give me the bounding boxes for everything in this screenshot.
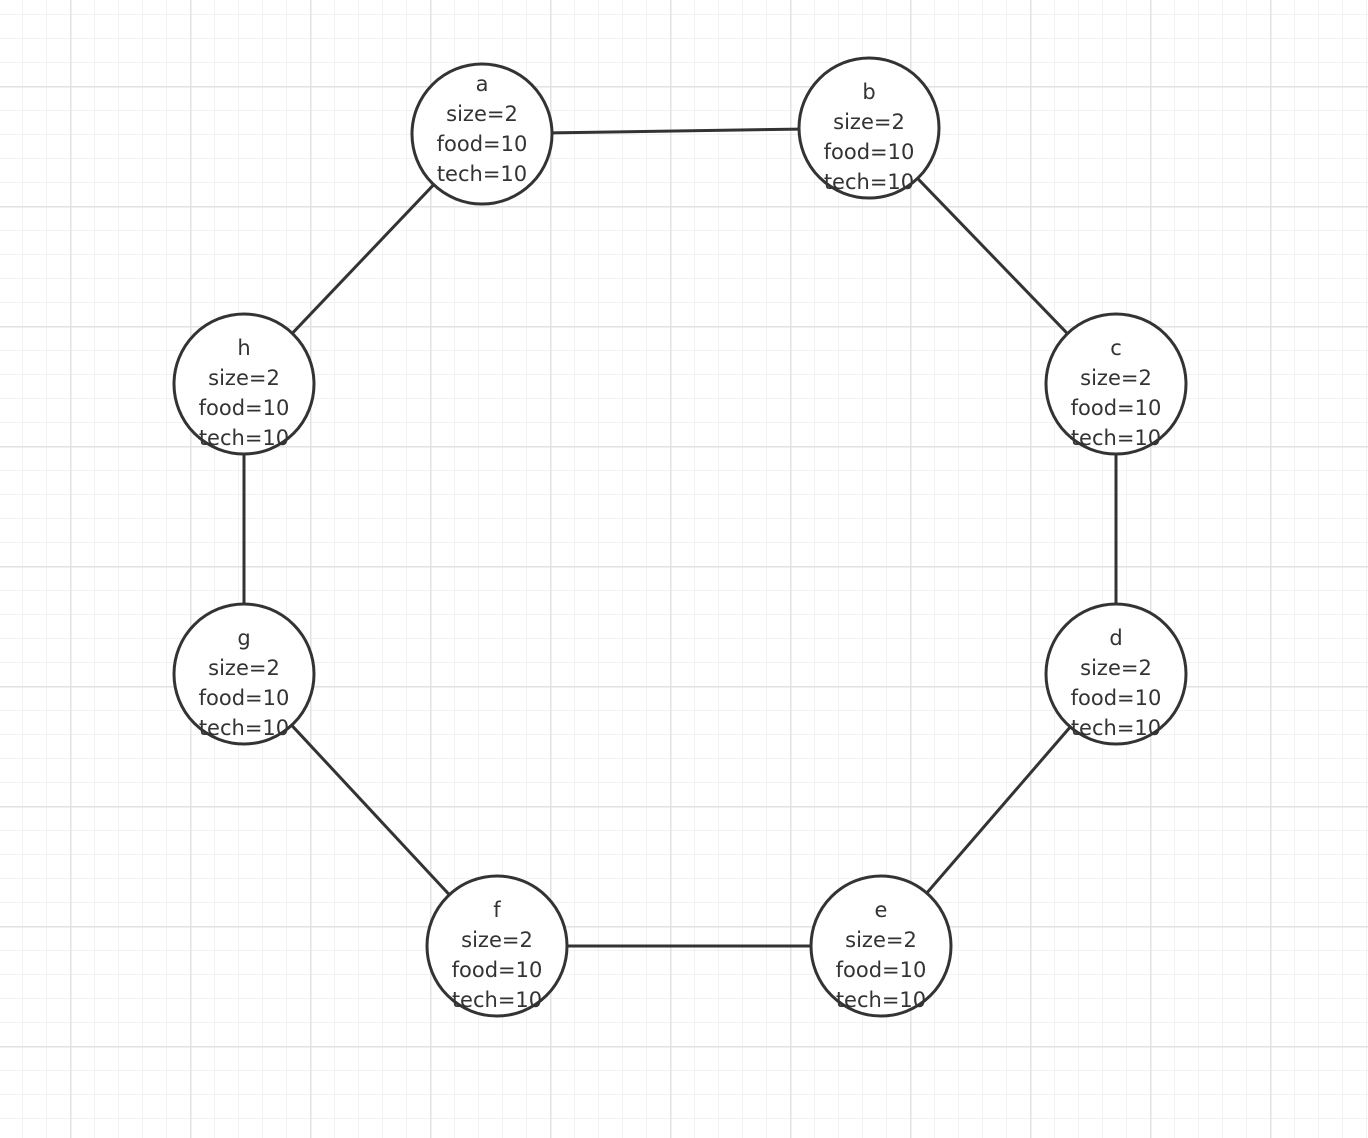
edge-b-c (916, 177, 1069, 335)
node-b[interactable]: b size=2 food=10 tech=10 (797, 56, 941, 200)
node-label: a (476, 72, 489, 96)
node-d[interactable]: d size=2 food=10 tech=10 (1044, 602, 1188, 746)
node-label: e (875, 898, 888, 922)
node-circle (1044, 602, 1188, 746)
node-attribute: tech=10 (824, 170, 914, 194)
node-attribute: size=2 (208, 366, 280, 390)
node-circle (425, 874, 569, 1018)
node-h[interactable]: h size=2 food=10 tech=10 (172, 312, 316, 456)
node-attribute: tech=10 (1071, 426, 1161, 450)
node-label: g (237, 626, 250, 650)
node-attribute: size=2 (1080, 656, 1152, 680)
node-attribute: food=10 (199, 686, 290, 710)
edge-h-a (291, 183, 435, 335)
node-e[interactable]: e size=2 food=10 tech=10 (809, 874, 953, 1018)
edge-d-e (925, 726, 1072, 894)
node-attribute: tech=10 (199, 716, 289, 740)
nodes-layer: a size=2 food=10 tech=10 b size=2 food=10 tech=… (172, 56, 1188, 1018)
node-label: f (493, 898, 501, 922)
node-attribute: size=2 (1080, 366, 1152, 390)
node-label: b (862, 80, 875, 104)
node-attribute: size=2 (845, 928, 917, 952)
node-circle (172, 602, 316, 746)
node-circle (797, 56, 941, 200)
node-attribute: food=10 (1071, 396, 1162, 420)
edge-a-b (551, 127, 800, 135)
node-attribute: size=2 (461, 928, 533, 952)
node-attribute: tech=10 (452, 988, 542, 1012)
node-attribute: food=10 (199, 396, 290, 420)
node-attribute: food=10 (836, 958, 927, 982)
node-c[interactable]: c size=2 food=10 tech=10 (1044, 312, 1188, 456)
node-label: d (1109, 626, 1122, 650)
node-circle (410, 62, 554, 206)
node-attribute: food=10 (1071, 686, 1162, 710)
edge-f-g (290, 724, 451, 896)
node-attribute: food=10 (437, 132, 528, 156)
node-attribute: size=2 (446, 102, 518, 126)
node-attribute: tech=10 (836, 988, 926, 1012)
node-circle (172, 312, 316, 456)
node-circle (1044, 312, 1188, 456)
node-attribute: tech=10 (1071, 716, 1161, 740)
node-f[interactable]: f size=2 food=10 tech=10 (425, 874, 569, 1018)
node-label: h (237, 336, 250, 360)
node-circle (809, 874, 953, 1018)
node-g[interactable]: g size=2 food=10 tech=10 (172, 602, 316, 746)
edges-layer (242, 127, 1118, 948)
node-attribute: size=2 (208, 656, 280, 680)
node-label: c (1110, 336, 1122, 360)
node-a[interactable]: a size=2 food=10 tech=10 (410, 62, 554, 206)
node-attribute: food=10 (452, 958, 543, 982)
node-attribute: tech=10 (437, 162, 527, 186)
node-attribute: size=2 (833, 110, 905, 134)
node-attribute: food=10 (824, 140, 915, 164)
node-attribute: tech=10 (199, 426, 289, 450)
